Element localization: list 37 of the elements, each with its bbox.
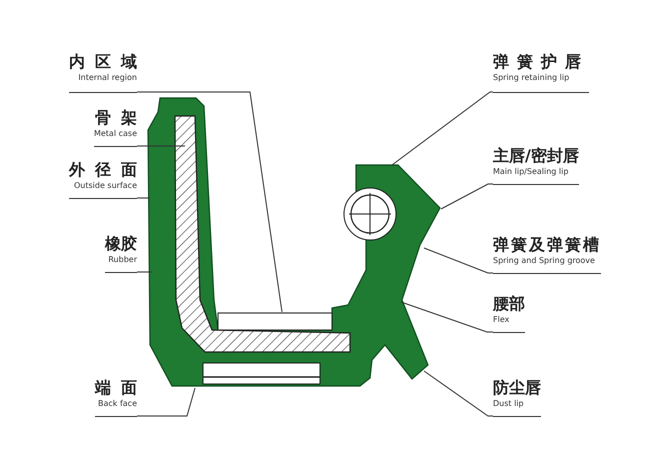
part-name-english: Spring and Spring groove: [493, 255, 595, 267]
part-name-english: Dust lip: [493, 398, 524, 410]
leader-line: [136, 92, 282, 312]
leader-line: [424, 370, 494, 416]
part-name-english: Main lip/Sealing lip: [493, 166, 568, 178]
part-name-english: Flex: [493, 314, 510, 326]
callout-label: [493, 235, 601, 274]
callout-label: [94, 108, 137, 147]
callout-label: [493, 294, 525, 333]
leader-line: [440, 184, 494, 210]
leader-line: [400, 302, 494, 332]
part-name: 防尘唇: [493, 378, 541, 398]
callout-label: [95, 378, 137, 417]
part-name: 骨架: [95, 108, 147, 128]
callout-label: [493, 52, 589, 93]
part-name-english: Metal case: [94, 128, 137, 140]
leader-line: [392, 92, 494, 166]
leader-line: [424, 248, 494, 274]
part-name: 主唇/密封唇: [493, 146, 579, 166]
callout-label: [105, 234, 137, 273]
callout-label: [493, 378, 541, 417]
part-name-english: Internal region: [78, 72, 137, 84]
part-name: 内区域: [69, 52, 147, 72]
part-name: 弹簧及弹簧槽: [493, 235, 601, 255]
leader-line: [136, 388, 196, 416]
part-name-english: Back face: [98, 398, 137, 410]
callout-label: [493, 146, 579, 185]
part-name-english: Spring retaining lip: [493, 72, 570, 84]
part-name: 外径面: [69, 160, 147, 180]
part-name-english: Rubber: [108, 254, 137, 266]
callout-label: [69, 52, 137, 93]
part-name: 腰部: [493, 294, 525, 314]
part-name: 橡胶: [105, 234, 137, 254]
part-name: 端面: [95, 378, 147, 398]
callout-label: [69, 160, 137, 199]
part-name: 弹簧护唇: [493, 52, 589, 72]
part-name-english: Outside surface: [74, 180, 137, 192]
